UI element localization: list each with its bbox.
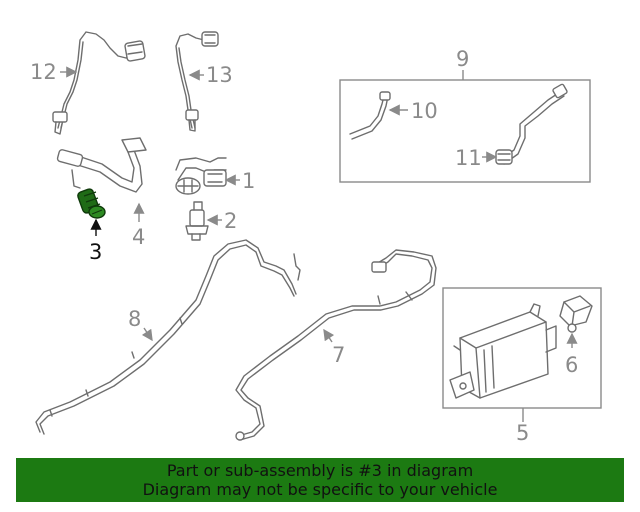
callout-8-leader [141, 327, 153, 342]
callout-9: 9 [456, 47, 469, 71]
part-12-oxygen-sensor[interactable] [52, 31, 146, 135]
part-13-oxygen-sensor[interactable] [175, 31, 219, 132]
callout-1: 1 [242, 169, 255, 193]
callout-8: 8 [128, 307, 141, 331]
part-info-banner: Part or sub-assembly is #3 in diagram Di… [16, 458, 624, 502]
callout-5: 5 [516, 421, 529, 445]
part-11-tube[interactable] [495, 83, 568, 165]
banner-line-disclaimer: Diagram may not be specific to your vehi… [142, 480, 498, 499]
part-8-tube[interactable] [35, 239, 301, 435]
callout-4: 4 [132, 225, 145, 249]
callout-12: 12 [30, 60, 57, 84]
part-5-vapor-canister[interactable] [449, 303, 557, 399]
part-6-filter[interactable] [559, 295, 593, 333]
callout-11: 11 [455, 146, 482, 170]
part-4-vapor-tube[interactable] [56, 137, 147, 193]
exploded-parts-diagram: 12 13 4 3 [30, 31, 602, 445]
callout-2: 2 [224, 209, 237, 233]
kit-9-box [339, 79, 591, 183]
part-1-hose[interactable] [175, 157, 227, 195]
callout-10: 10 [411, 99, 438, 123]
part-10-tube[interactable] [349, 91, 391, 140]
part-2-sensor[interactable] [185, 201, 209, 241]
callout-13: 13 [206, 63, 233, 87]
part-3-purge-valve[interactable] [77, 188, 106, 219]
part-7-tube[interactable] [235, 249, 437, 441]
callout-3: 3 [89, 240, 102, 264]
callout-6: 6 [565, 353, 578, 377]
callout-7: 7 [332, 343, 345, 367]
callout-7-leader [323, 328, 335, 343]
kit-5-box [442, 287, 602, 409]
banner-line-part-number: Part or sub-assembly is #3 in diagram [166, 461, 474, 480]
